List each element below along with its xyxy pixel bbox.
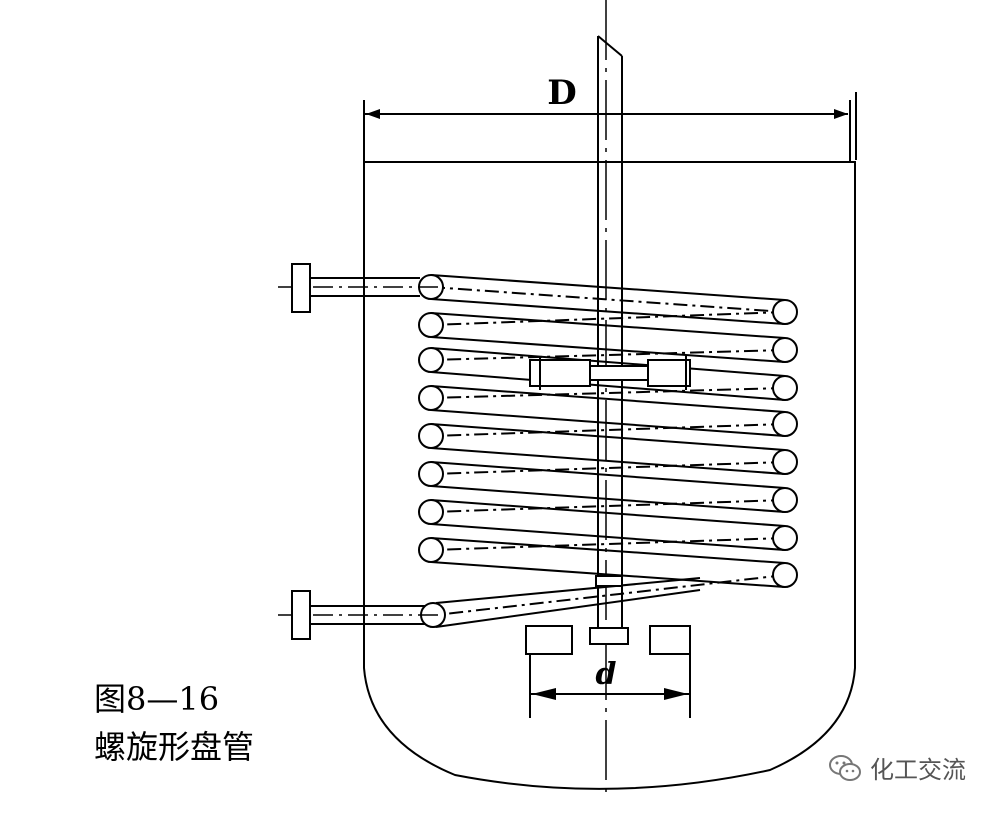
outlet-pipe [278,590,440,640]
arrowhead-D-left [366,109,380,119]
inlet-flange [291,263,311,313]
coil-tube-right [772,411,798,437]
outlet-flange [291,590,311,640]
watermark-text: 化工交流 [870,756,966,784]
figure-number: 图8—16 [94,680,220,718]
coil-front-segment [430,461,786,489]
coil-back-segment [430,286,786,313]
coil-front-segment [430,371,786,401]
coil-back-segment [430,349,786,361]
coil-tube-left [418,499,444,525]
wechat-icon [829,754,861,781]
upper-impeller [529,356,691,390]
coil-front-segment [430,485,786,513]
inlet-pipe [278,263,440,313]
coil-tube-right [772,337,798,363]
coil-front-segment [435,577,701,604]
watermark: 化工交流 [828,750,966,785]
coil-tube-left [418,461,444,487]
coil-tube-right [772,487,798,513]
dimension-label-D: D [547,73,576,113]
vessel-wall [363,161,856,790]
coil-tube-right [772,299,798,325]
arrowhead-d-left [532,688,556,700]
coil-front-segment [430,298,786,325]
coil-back-segment [435,574,786,616]
coil-front-segment [430,523,786,551]
coil-back-segment [430,537,786,551]
coil-tube-right [772,375,798,401]
coil-front-segment [430,499,786,527]
coil-back-segment [430,311,786,326]
coil-back-segment [430,499,786,513]
shaft-top-cut [597,35,623,57]
coil-front-segment [430,385,786,413]
coil-front-segment [430,447,786,475]
coil-front-segment [430,537,786,564]
coil-tube-right [772,525,798,551]
coil-back-segment [430,461,786,475]
dimension-label-d: d [596,657,617,692]
coil-front-segment [430,312,786,339]
coil-back-segment [430,423,786,437]
arrowhead-d-right [664,688,688,700]
coil-tube-left [418,423,444,449]
coil-tube-left [418,347,444,373]
coil-front-segment [430,336,786,363]
coil-back-segment [430,387,786,399]
coil-tube-left [418,537,444,563]
coil-tube-left [418,385,444,411]
coil-tube-right [772,449,798,475]
coil-tube-left [418,312,444,338]
figure-title: 螺旋形盘管 [94,728,255,766]
coil-front-segment [430,347,786,377]
coil-front-segment [430,561,786,588]
coil-front-segment [435,589,701,628]
arrowhead-D-right [834,109,848,119]
lower-impeller [525,575,691,655]
spiral-coil [418,274,798,628]
coil-front-segment [430,423,786,451]
coil-tube-right [772,562,798,588]
coil-front-segment [430,409,786,437]
coil-front-segment [430,274,786,301]
